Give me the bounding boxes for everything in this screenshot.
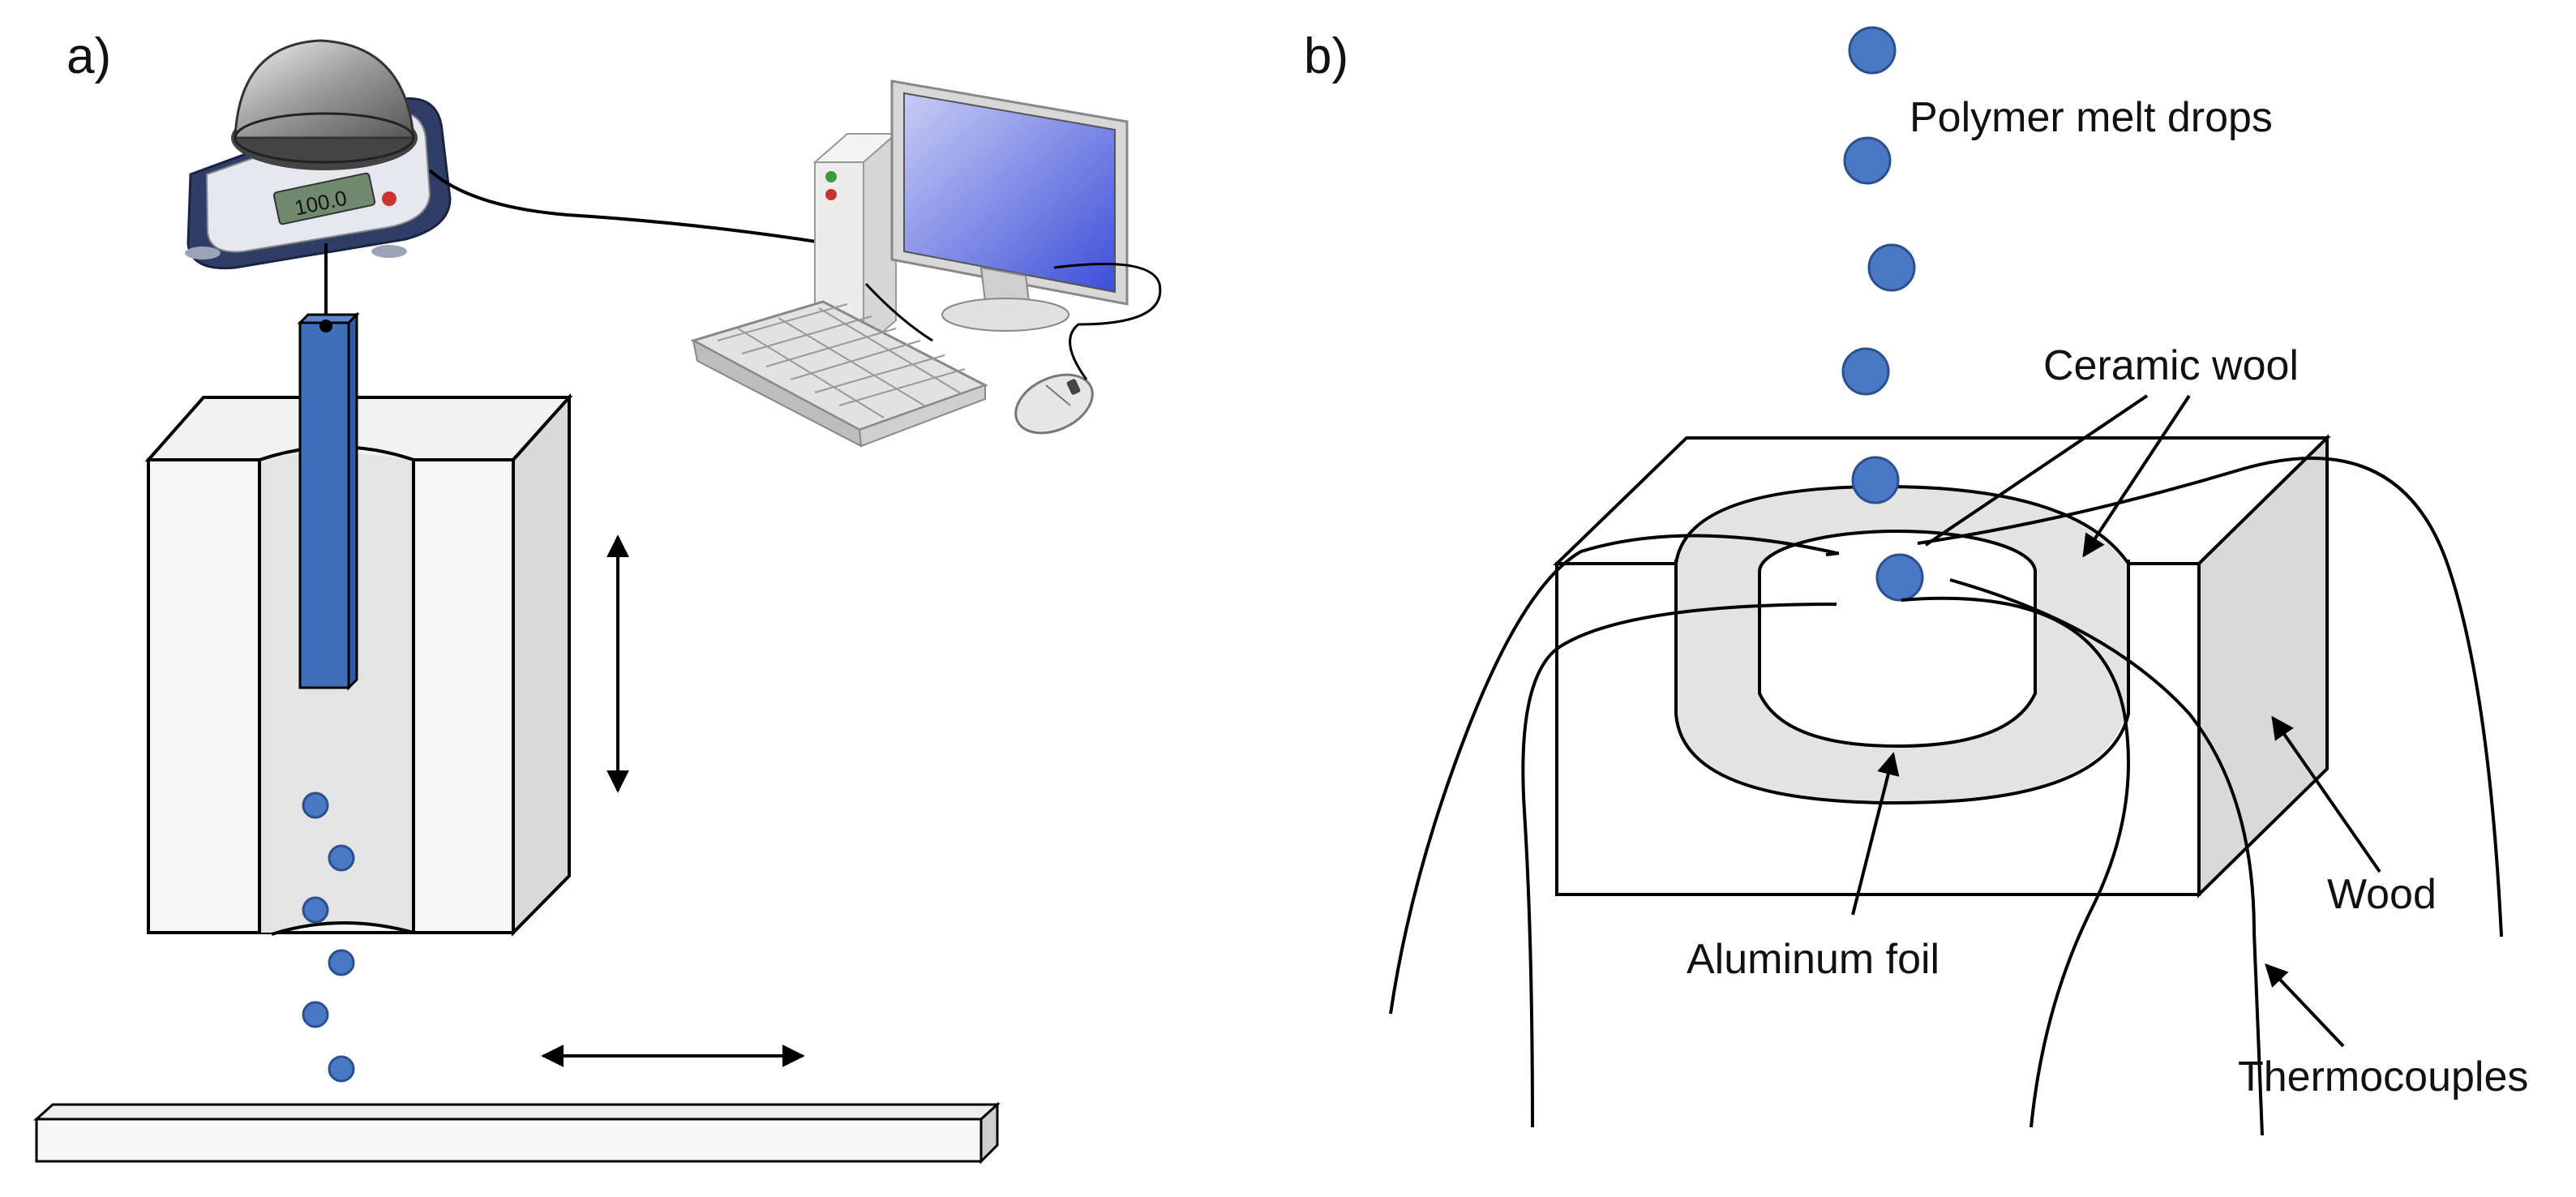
panel-a-label: a) (66, 28, 111, 84)
computer-keyboard (690, 300, 988, 448)
label-aluminum-foil: Aluminum foil (1687, 936, 1940, 983)
drop (1841, 347, 1890, 396)
falling-drops-a (302, 792, 355, 1083)
drop (1851, 456, 1900, 504)
ceramic-wool-arrow (2082, 394, 2191, 558)
label-polymer-melt-drops: Polymer melt drops (1909, 94, 2273, 141)
label-thermocouples: Thermocouples (2238, 1053, 2528, 1100)
mouse-cable (1053, 263, 1162, 380)
furnace-block (144, 393, 573, 937)
monitor-screen (903, 92, 1116, 294)
drop (328, 949, 355, 976)
balance-display (272, 172, 376, 225)
thermocouple-wires (1389, 457, 2503, 1136)
collection-plate (33, 1101, 1001, 1165)
drop (1843, 136, 1892, 185)
drop (1867, 243, 1916, 292)
aluminum-foil-tick (1825, 551, 1840, 556)
thermocouple-wire-1 (1389, 534, 1837, 1015)
thermocouple-wire-2 (1521, 603, 1837, 1128)
computer-mouse (1014, 373, 1094, 435)
drop (1875, 553, 1924, 602)
drop (1848, 26, 1897, 75)
falling-drops-b (1841, 26, 1916, 396)
aluminum-foil-arrow (1851, 752, 1900, 916)
balance-computer-cable (428, 169, 828, 245)
thermocouple-wire-5 (1917, 457, 2503, 937)
precision-balance: 100.0 (185, 39, 452, 270)
sample-rod (297, 311, 360, 691)
keyboard-cable (864, 282, 933, 342)
computer-monitor (890, 79, 1129, 332)
thermocouples-arrow (2265, 963, 2345, 1048)
drop (328, 1055, 355, 1083)
drop (302, 1001, 329, 1028)
balance-button-icon (382, 191, 396, 206)
label-ceramic-wool: Ceramic wool (2043, 342, 2299, 389)
furnace-channel (259, 453, 414, 933)
label-wood: Wood (2327, 871, 2437, 918)
ceramic-wool-ring (1674, 484, 2130, 805)
drop (302, 792, 329, 819)
thermocouple-wire-4 (1949, 578, 2264, 1136)
computer (690, 79, 1162, 448)
balance-dome (234, 39, 415, 139)
wood-arrow (2271, 715, 2381, 873)
drop (302, 896, 329, 924)
panel-b-label: b) (1304, 28, 1348, 84)
ceramic-wool-pointer-line (1924, 394, 2149, 547)
drop (328, 844, 355, 872)
